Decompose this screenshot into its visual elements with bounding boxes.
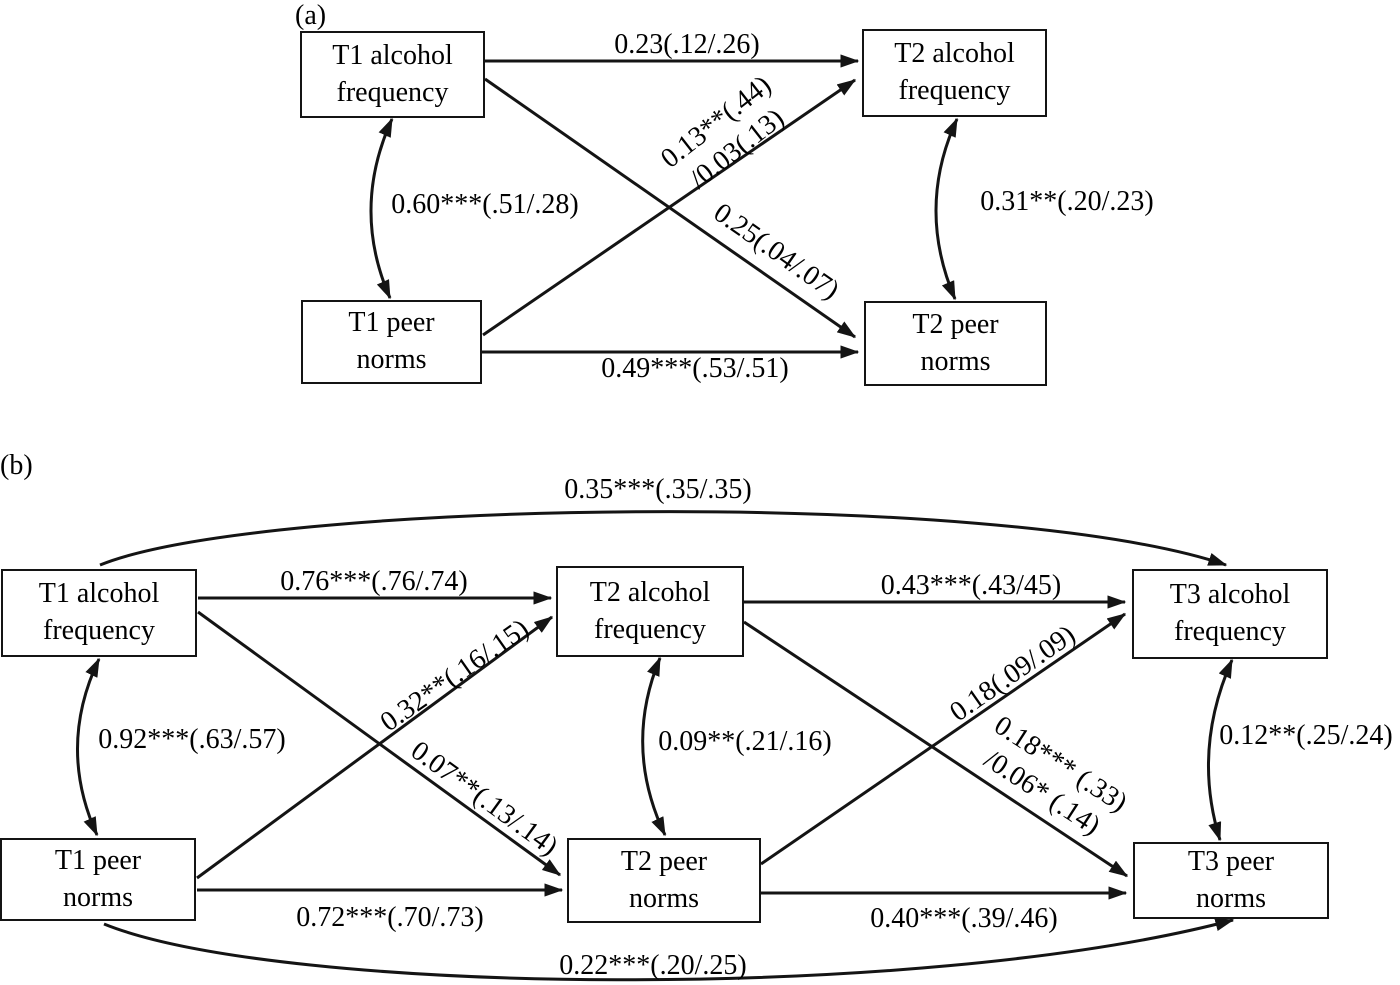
- node-label-line: norms: [629, 882, 699, 914]
- arrow-b-t2peer-to-t3alc: [760, 612, 1127, 866]
- edge-label-a-alc-stability: 0.23(.12/.26): [614, 29, 760, 60]
- node-label-line: frequency: [898, 75, 1011, 106]
- arrow-b-t1alc-to-t3alc: [99, 510, 1228, 567]
- node-label-line: T2 alcohol: [589, 576, 711, 608]
- node-label-line: frequency: [336, 76, 449, 108]
- arrow-b-t1peer-to-t2alc: [196, 615, 554, 880]
- node-label-line: T1 alcohol: [332, 39, 453, 71]
- edge-label-a-t2-correlation: 0.31**(.20/.23): [980, 186, 1154, 217]
- node-a-t1-alcohol-frequency: T1 alcohol frequency: [300, 31, 485, 118]
- arrow-a-t2-correlation: [934, 117, 959, 301]
- node-a-t2-alcohol-frequency: T2 alcohol frequency: [862, 29, 1047, 117]
- node-b-t2-peer-norms: T2 peer norms: [567, 838, 761, 923]
- arrow-b-t2alc-to-t3peer: [743, 620, 1129, 878]
- edge-label-b-peer-t1-t2: 0.72***(.70/.73): [296, 902, 484, 933]
- panel-a-tag: (a): [295, 0, 327, 31]
- node-a-t2-peer-norms: T2 peer norms: [864, 301, 1047, 386]
- node-label-line: norms: [63, 881, 133, 913]
- node-label-line: frequency: [43, 615, 155, 646]
- edge-label-b-peer-t2-t3: 0.40***(.39/.46): [870, 903, 1058, 934]
- node-label-line: T2 alcohol: [894, 38, 1015, 70]
- edge-label-b-alc-t1-t2: 0.76***(.76/.74): [280, 566, 468, 597]
- arrow-b-t2-correlation: [641, 656, 667, 837]
- node-a-t1-peer-norms: T1 peer norms: [301, 300, 482, 384]
- arrow-b-t3-correlation: [1206, 658, 1234, 842]
- edge-label-b-t1-correlation: 0.92***(.63/.57): [98, 724, 286, 755]
- arrow-a-t1-correlation: [369, 117, 394, 300]
- node-b-t1-peer-norms: T1 peer norms: [0, 838, 196, 921]
- node-label-line: T2 peer: [620, 845, 708, 877]
- arrow-b-t1-correlation: [76, 657, 101, 837]
- edge-label-b-alc-t1-t3: 0.35***(.35/.35): [564, 474, 752, 505]
- node-label-line: T3 peer: [1187, 845, 1275, 877]
- node-label-line: T1 peer: [348, 307, 435, 339]
- edge-label-a-t1-correlation: 0.60***(.51/.28): [391, 189, 579, 220]
- node-label-line: norms: [1196, 882, 1266, 914]
- node-label-line: T1 peer: [54, 844, 142, 876]
- node-b-t3-peer-norms: T3 peer norms: [1133, 842, 1329, 919]
- edge-label-b-t3-correlation: 0.12**(.25/.24): [1219, 720, 1393, 751]
- node-b-t3-alcohol-frequency: T3 alcohol frequency: [1132, 569, 1328, 659]
- arrow-b-t1peer-to-t3peer: [103, 918, 1235, 982]
- arrow-a-t1alc-to-t2peer: [484, 77, 857, 339]
- node-label-line: norms: [356, 344, 427, 375]
- edge-label-b-t2-correlation: 0.09**(.21/.16): [658, 726, 832, 757]
- node-label-line: frequency: [594, 613, 706, 645]
- node-label-line: T1 alcohol: [38, 578, 160, 610]
- edge-label-b-peer-t1-t3: 0.22***(.20/.25): [559, 950, 747, 981]
- edge-label-b-alc-t2-t3: 0.43***(.43/45): [880, 570, 1062, 601]
- node-label-line: frequency: [1174, 616, 1286, 647]
- node-label-line: norms: [920, 345, 991, 377]
- node-label-line: T3 alcohol: [1169, 579, 1291, 611]
- node-b-t2-alcohol-frequency: T2 alcohol frequency: [556, 566, 744, 657]
- node-b-t1-alcohol-frequency: T1 alcohol frequency: [1, 569, 197, 657]
- panel-b-tag: (b): [0, 450, 33, 481]
- node-label-line: T2 peer: [912, 308, 999, 340]
- edge-label-a-peer-stability: 0.49***(.53/.51): [601, 353, 789, 384]
